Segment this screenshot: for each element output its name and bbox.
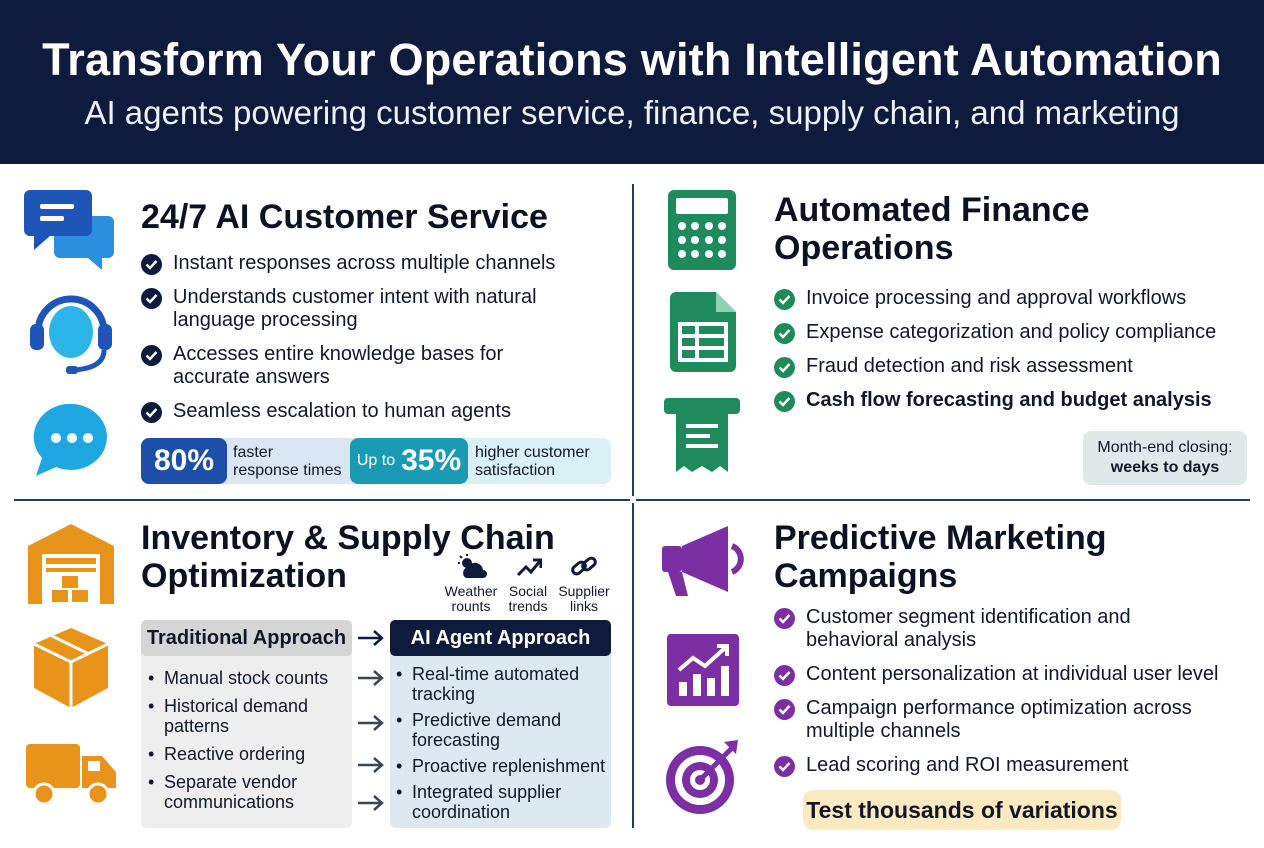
marketing-title: Predictive Marketing Campaigns (774, 519, 1107, 595)
social-label: Social trends (508, 583, 548, 614)
target-icon (664, 738, 742, 821)
chart-icon (667, 634, 739, 711)
vertical-divider-top (632, 184, 634, 496)
list-item: Invoice processing and approval workflow… (774, 287, 1244, 310)
check-icon (141, 288, 162, 309)
message-bubble-icon (32, 400, 112, 483)
check-icon (141, 402, 162, 423)
list-item: Expense categorization and policy compli… (774, 321, 1244, 344)
list-item: Manual stock counts (144, 668, 350, 688)
check-icon (774, 608, 795, 629)
page-header: Transform Your Operations with Intellige… (0, 0, 1264, 164)
list-item: Reactive ordering (144, 744, 350, 764)
truck-icon (26, 744, 116, 811)
check-icon (774, 391, 795, 412)
list-item: Proactive replenishment (392, 756, 610, 776)
list-item: Fraud detection and risk assessment (774, 355, 1244, 378)
check-icon (774, 323, 795, 344)
link-icon (570, 554, 598, 585)
supply-chain-title: Inventory & Supply Chain Optimization (141, 519, 555, 595)
stat-label: faster response times (233, 444, 342, 479)
list-item: Understands customer intent with natural… (141, 286, 621, 332)
check-icon (141, 345, 162, 366)
stat-value: 80% (141, 438, 227, 484)
chat-bubbles-icon (24, 188, 116, 277)
list-item: Cash flow forecasting and budget analysi… (774, 389, 1244, 412)
arrow-icon (358, 670, 384, 686)
headset-icon (28, 288, 114, 381)
customer-service-list: Instant responses across multiple channe… (141, 252, 621, 423)
list-item: Content personalization at individual us… (774, 663, 1252, 686)
marketing-list: Customer segment identification and beha… (774, 606, 1252, 777)
finance-list: Invoice processing and approval workflow… (774, 287, 1244, 412)
list-item: Campaign performance optimization across… (774, 697, 1252, 743)
month-end-badge: Month-end closing: weeks to days (1083, 431, 1247, 485)
arrow-icon (358, 757, 384, 773)
vertical-divider-bottom (632, 503, 634, 828)
check-icon (774, 699, 795, 720)
list-item: Customer segment identification and beha… (774, 606, 1252, 652)
warehouse-icon (28, 524, 114, 609)
check-icon (774, 357, 795, 378)
arrow-icon (358, 795, 384, 811)
megaphone-icon (660, 524, 744, 605)
customer-service-title: 24/7 AI Customer Service (141, 198, 548, 236)
list-item: Accesses entire knowledge bases for accu… (141, 343, 621, 389)
list-item: Instant responses across multiple channe… (141, 252, 621, 275)
box-icon (33, 628, 109, 713)
calculator-icon (668, 190, 736, 275)
horizontal-divider-right (636, 499, 1250, 501)
weather-icon (456, 554, 488, 585)
supplier-label: Supplier links (558, 583, 610, 614)
check-icon (141, 254, 162, 275)
arrow-icon (358, 630, 384, 646)
ai-approach-title: AI Agent Approach (390, 620, 611, 656)
horizontal-divider-left (14, 499, 630, 501)
trend-icon (516, 556, 543, 583)
finance-title: Automated Finance Operations (774, 191, 1090, 267)
page-subtitle: AI agents powering customer service, fin… (84, 94, 1180, 131)
list-item: Lead scoring and ROI measurement (774, 754, 1252, 777)
traditional-approach-title: Traditional Approach (141, 620, 352, 656)
satisfaction-stat: Up to 35% higher customer satisfaction (350, 438, 611, 484)
weather-label: Weather rounts (444, 583, 498, 614)
check-icon (774, 665, 795, 686)
page-title: Transform Your Operations with Intellige… (42, 34, 1222, 85)
stat-label: higher customer satisfaction (475, 444, 590, 479)
stat-value-box: Up to 35% (350, 438, 468, 484)
traditional-list: Manual stock counts Historical demandpat… (144, 668, 350, 812)
check-icon (774, 289, 795, 310)
test-variations-badge: Test thousands of variations (803, 790, 1121, 830)
receipt-icon (664, 398, 740, 483)
check-icon (774, 756, 795, 777)
faster-response-stat: 80% faster response times (141, 438, 357, 484)
spreadsheet-icon (670, 292, 736, 377)
list-item: Seamless escalation to human agents (141, 400, 621, 423)
arrow-icon (358, 715, 384, 731)
